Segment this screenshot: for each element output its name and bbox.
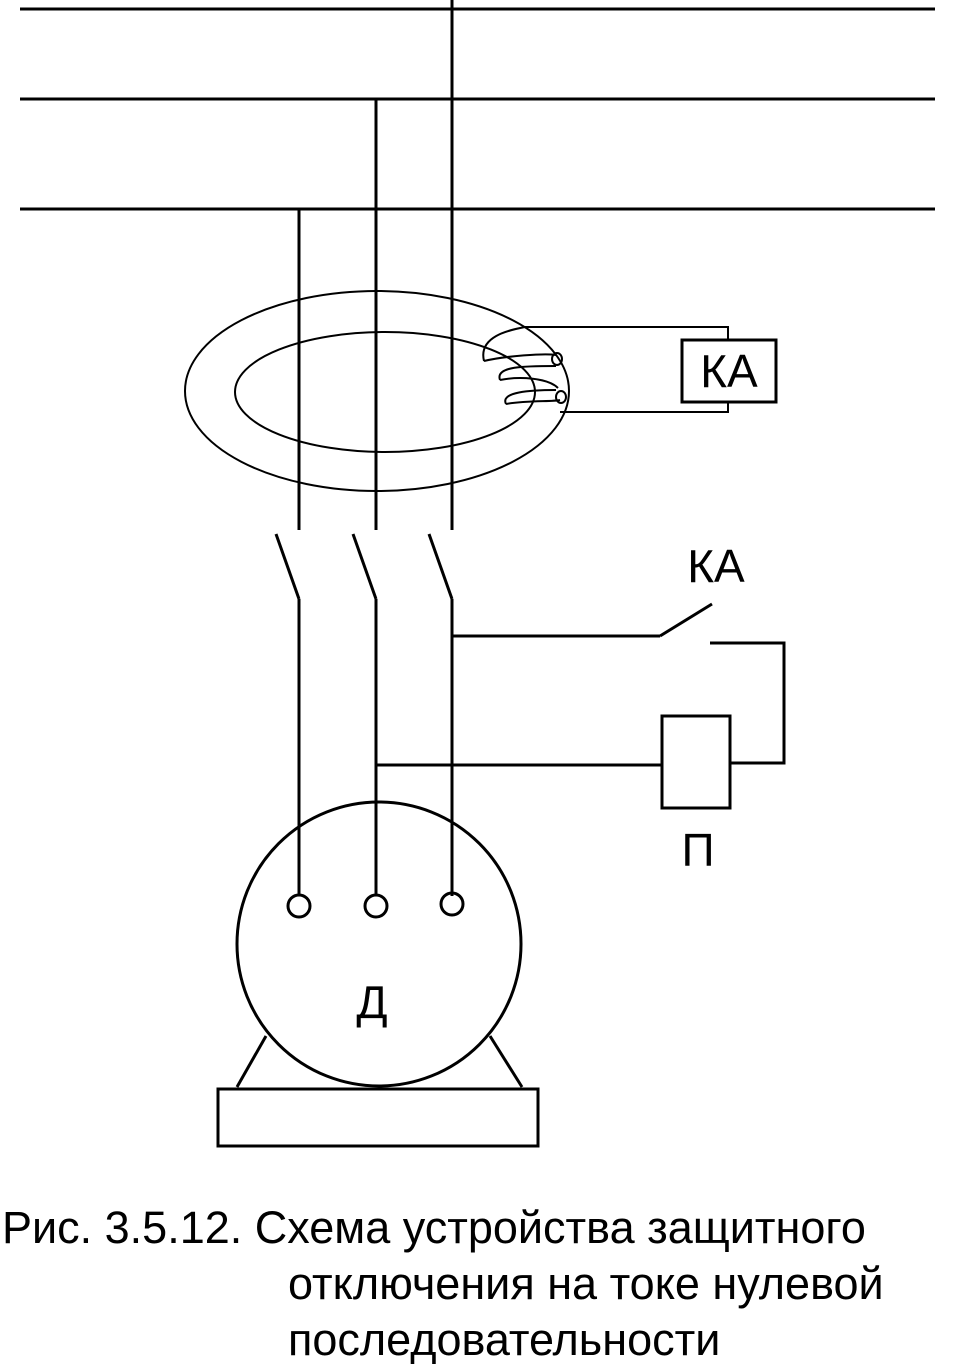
motor-terminal-a [286,893,312,919]
motor-foot-left [235,1035,268,1088]
motor-foot-right [488,1035,524,1088]
breaker-contact-a [274,533,301,600]
figure-caption: Рис. 3.5.12. Схема устройства защитного … [0,1200,954,1368]
breaker-contact-b [351,533,378,600]
caption-line-3: последовательности [288,1314,721,1365]
breaker-contact-c [427,533,454,600]
caption-line-1: Рис. 3.5.12. Схема устройства защитного [2,1202,866,1253]
motor-base [216,1087,540,1148]
ct-lead-lower [560,402,729,413]
caption-line-2: отключения на токе нулевой [288,1258,884,1309]
trip-coil-label: П [681,824,714,876]
motor-label: Д [356,976,387,1028]
ct-lead-upper [525,326,729,340]
ct-winding-loop-1 [551,352,563,366]
motor-terminal-b [363,893,389,919]
trip-coil-box [660,714,732,810]
ct-core-outer [184,290,570,492]
relay-ka-label: КА [700,345,758,397]
ct-winding-coils [482,326,561,405]
control-wire-contact-to-coil [710,641,786,765]
relay-contact-label: КА [687,540,745,592]
relay-ka-contact [659,602,713,638]
motor-terminal-c [439,891,465,917]
motor-body [235,800,523,1088]
relay-ka-box [680,338,778,404]
ct-core-inner [234,331,536,453]
ct-winding-loop-2 [555,390,567,404]
